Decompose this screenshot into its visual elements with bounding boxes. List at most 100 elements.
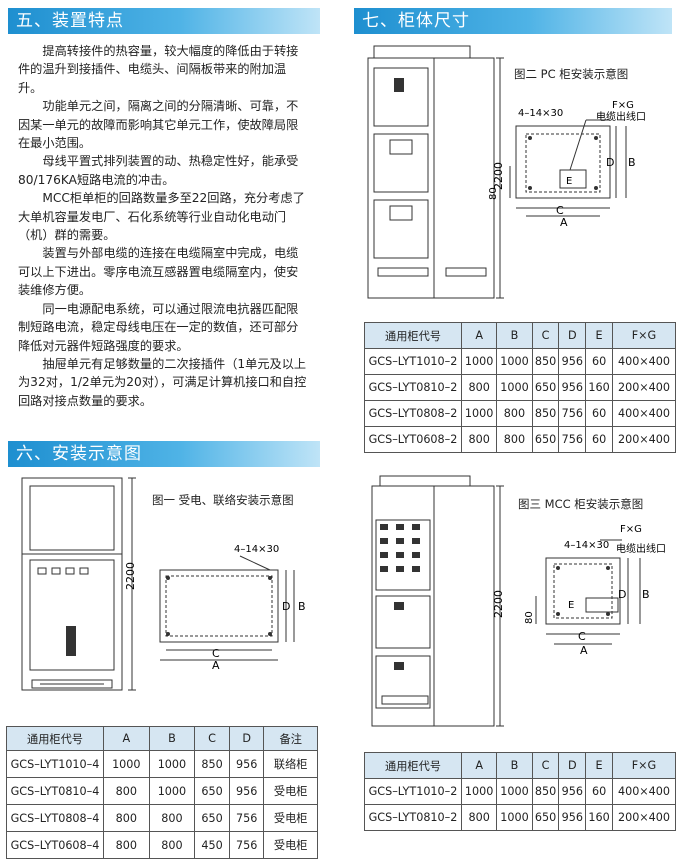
cell: 800: [460, 426, 498, 453]
col-header: 备注: [263, 726, 318, 751]
cell: 1000: [496, 804, 533, 831]
cell: GCS–LYT0810–4: [6, 777, 104, 805]
cell: 400×400: [612, 778, 676, 805]
cell: GCS–LYT1010–2: [364, 348, 462, 375]
dim-a-label: A: [580, 644, 588, 657]
cell: 956: [228, 777, 265, 805]
col-header: F×G: [612, 322, 676, 349]
cell: 1000: [460, 778, 498, 805]
dim-e-label: E: [566, 176, 572, 187]
fg-label: F×G: [612, 100, 634, 111]
dim-b-label: B: [298, 600, 306, 613]
cell: GCS–LYT1010–2: [364, 778, 462, 805]
cell: 850: [531, 400, 560, 427]
col-header: D: [228, 726, 265, 751]
paragraph: 抽屉单元有足够数量的二次接插件（1单元及以上为32对，1/2单元为20对），可满…: [18, 356, 307, 408]
paragraph: MCC柜单柜的回路数量多至22回路，充分考虑了大单机容量发电厂、石化系统等行业自…: [18, 191, 305, 243]
cell: 200×400: [612, 804, 676, 831]
cell: 受电柜: [263, 777, 318, 805]
cell: 650: [531, 804, 560, 831]
paragraph: 装置与外部电缆的连接在电缆隔室中完成，电缆可以上下进出。零序电流互感器置电缆隔室…: [18, 246, 299, 298]
dim-b-label: B: [628, 156, 636, 169]
fig1-caption: 图一 受电、联络安装示意图: [152, 493, 294, 507]
paragraph: 提高转接件的热容量，较大幅度的降低由于转接件的温升到接插件、电缆头、间隔板带来的…: [18, 44, 299, 95]
cell: 956: [558, 348, 587, 375]
cell: 756: [558, 400, 587, 427]
cell: 400×400: [612, 348, 676, 375]
cell: 60: [585, 348, 613, 375]
dim-80-label: 80: [524, 611, 535, 624]
dim-b-label: B: [642, 588, 650, 601]
cell: 956: [228, 750, 265, 778]
col-header: E: [585, 752, 613, 779]
cell: 200×400: [612, 374, 676, 401]
cell: 756: [228, 804, 265, 832]
cell: 200×400: [612, 426, 676, 453]
col-header: C: [531, 752, 560, 779]
fig3-caption: 图三 MCC 柜安装示意图: [518, 497, 644, 511]
col-header: B: [148, 726, 196, 751]
cell: 956: [558, 778, 587, 805]
cell: GCS–LYT1010–4: [6, 750, 104, 778]
cell: GCS–LYT0810–2: [364, 374, 462, 401]
col-header: A: [103, 726, 150, 751]
cell: 60: [585, 426, 613, 453]
cell: 1000: [460, 400, 498, 427]
fig1-drawing: 2200 C A D B 4–14×30: [21, 477, 306, 691]
dim-e-label: E: [568, 600, 574, 611]
dim-d-label: D: [606, 156, 614, 169]
col-header: B: [496, 322, 533, 349]
cell: 1000: [460, 348, 498, 375]
cell: 756: [228, 831, 265, 859]
dim-a-label: A: [212, 659, 220, 672]
cell: 800: [103, 777, 150, 805]
cell: 800: [103, 804, 150, 832]
cell: 650: [531, 426, 560, 453]
cell: 受电柜: [263, 831, 318, 859]
cell: 800: [148, 804, 196, 832]
cell: 1000: [148, 750, 196, 778]
cable-outlet-label: 电缆出线口: [596, 110, 646, 123]
col-header: A: [460, 322, 498, 349]
col-header: B: [496, 752, 533, 779]
col-header: 通用柜代号: [364, 752, 462, 779]
fig2-drawing: 2200 80 C A D B E 4–14×30 F×G 电缆出线口: [367, 45, 646, 299]
cell: 850: [194, 750, 230, 778]
col-header: A: [460, 752, 498, 779]
dim-height-label: 2200: [492, 590, 505, 618]
cell: 60: [585, 778, 613, 805]
cell: GCS–LYT0608–2: [364, 426, 462, 453]
col-header: C: [194, 726, 230, 751]
cell: GCS–LYT0810–2: [364, 804, 462, 831]
holes-label: 4–14×30: [518, 108, 563, 119]
cell: 800: [496, 426, 533, 453]
section5-title: 五、装置特点: [8, 8, 320, 34]
col-header: F×G: [612, 752, 676, 779]
cell: 800: [148, 831, 196, 859]
cell: GCS–LYT0608–4: [6, 831, 104, 859]
cell: 800: [103, 831, 150, 859]
fig2-caption: 图二 PC 柜安装示意图: [514, 67, 629, 81]
cell: 受电柜: [263, 804, 318, 832]
cell: 800: [496, 400, 533, 427]
cell: 400×400: [612, 400, 676, 427]
cell: 800: [460, 804, 498, 831]
dim-c-label: C: [212, 647, 220, 660]
col-header: D: [558, 322, 587, 349]
dim-80-label: 80: [488, 187, 499, 200]
cell: 1000: [148, 777, 196, 805]
cell: 756: [558, 426, 587, 453]
cell: 1000: [496, 374, 533, 401]
cell: 联络柜: [263, 750, 318, 778]
dim-height-label: 2200: [124, 562, 137, 590]
